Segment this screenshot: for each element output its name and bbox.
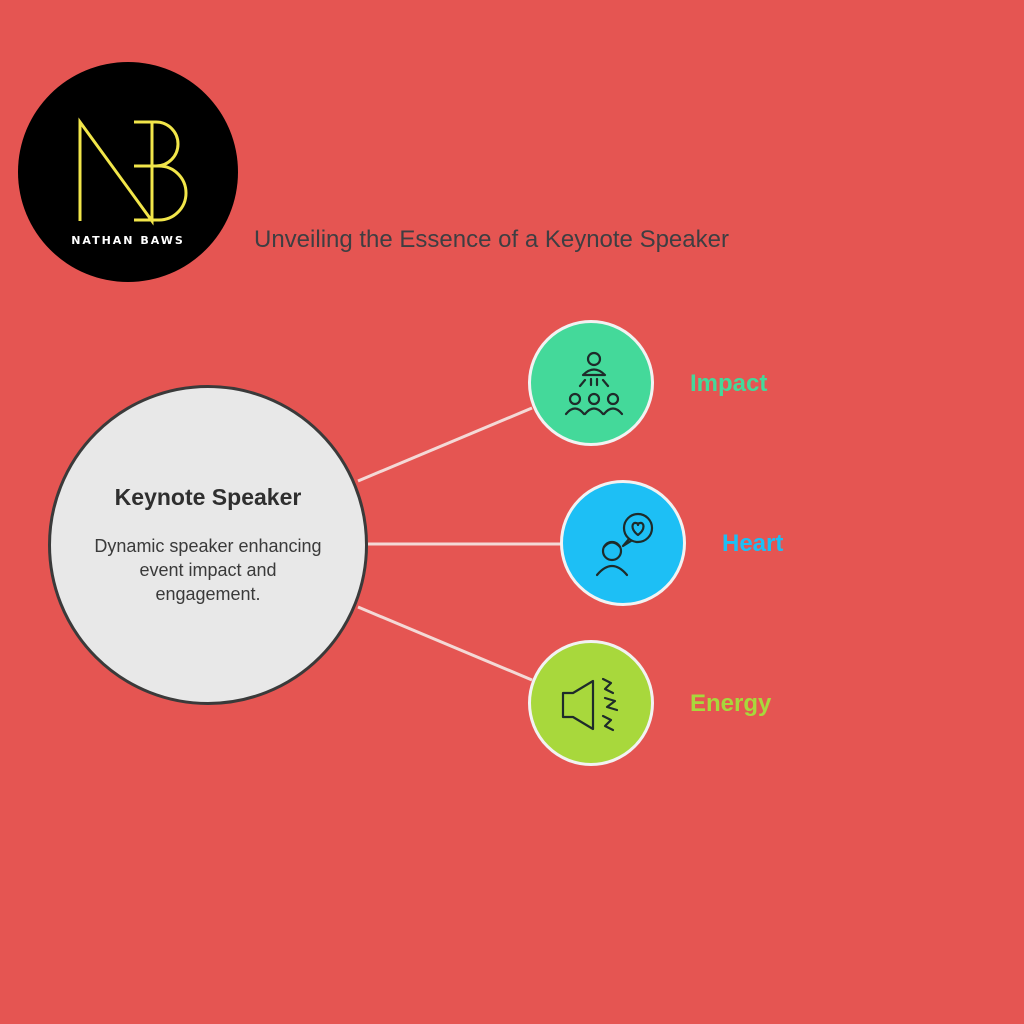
center-node-description: Dynamic speaker enhancing event impact a…: [94, 536, 322, 604]
branch-label-impact: Impact: [690, 370, 768, 397]
logo-name: NATHAN BAWS: [71, 234, 185, 247]
center-node-title: Keynote Speaker: [114, 484, 302, 510]
connector-energy: [357, 605, 533, 682]
branch-node-energy: [528, 640, 654, 766]
branch-label-energy: Energy: [690, 690, 772, 717]
diagram-title: Unveiling the Essence of a Keynote Speak…: [254, 226, 729, 253]
center-node: Keynote Speaker Dynamic speaker enhancin…: [48, 385, 368, 705]
branch-node-heart: [560, 480, 686, 606]
branch-node-impact: [528, 320, 654, 446]
logo-monogram-icon: [78, 117, 188, 226]
branch-label-heart: Heart: [722, 530, 784, 557]
person-speech-heart-icon: [595, 512, 654, 577]
logo: NATHAN BAWS: [18, 62, 238, 282]
audience-spotlight-icon: [564, 351, 624, 416]
connector-impact: [357, 406, 533, 483]
speaker-sound-waves-icon: [561, 677, 619, 732]
